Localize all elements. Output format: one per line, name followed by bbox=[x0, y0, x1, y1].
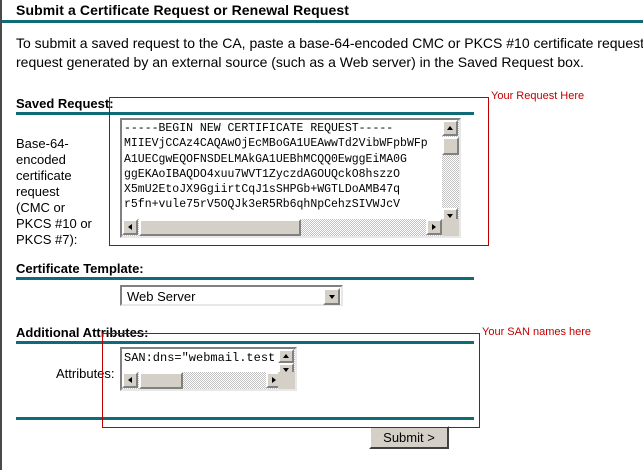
saved-request-hscrollbar[interactable] bbox=[122, 219, 442, 236]
scrollbar-corner bbox=[442, 219, 459, 236]
attributes-textarea-value: SAN:dns="webmail.test.net"&dns bbox=[124, 351, 295, 365]
attributes-field-label: Attributes: bbox=[56, 366, 115, 381]
certificate-template-divider bbox=[16, 277, 474, 280]
chevron-right-icon bbox=[272, 377, 276, 383]
horizontal-scroll-thumb[interactable] bbox=[139, 219, 301, 236]
submit-divider bbox=[16, 417, 474, 420]
submit-button[interactable]: Submit > bbox=[369, 426, 449, 449]
chevron-down-icon[interactable] bbox=[323, 288, 340, 305]
scroll-left-button[interactable] bbox=[122, 372, 138, 388]
scroll-up-button[interactable] bbox=[442, 120, 458, 136]
title-divider bbox=[2, 20, 643, 23]
saved-request-heading: Saved Request: bbox=[16, 96, 114, 111]
additional-attributes-divider bbox=[16, 341, 474, 344]
vertical-scroll-thumb[interactable] bbox=[442, 137, 459, 155]
certificate-template-heading: Certificate Template: bbox=[16, 261, 144, 276]
additional-attributes-heading: Additional Attributes: bbox=[16, 325, 149, 340]
annotation-label-san: Your SAN names here bbox=[482, 326, 592, 338]
certificate-template-selected-value: Web Server bbox=[127, 289, 196, 304]
annotation-label-saved-request: Your Request Here bbox=[491, 90, 585, 102]
chevron-up-icon bbox=[447, 126, 453, 130]
scroll-up-button[interactable] bbox=[278, 349, 294, 363]
chevron-down-icon bbox=[447, 214, 453, 218]
chevron-right-icon bbox=[432, 224, 436, 230]
intro-text: To submit a saved request to the CA, pas… bbox=[16, 35, 643, 70]
horizontal-scroll-thumb[interactable] bbox=[139, 372, 183, 389]
scroll-left-button[interactable] bbox=[122, 219, 138, 235]
saved-request-divider bbox=[16, 112, 474, 115]
page-title: Submit a Certificate Request or Renewal … bbox=[16, 2, 350, 18]
attributes-hscrollbar[interactable] bbox=[122, 372, 282, 389]
saved-request-field-label: Base-64-encoded certificate request (CMC… bbox=[16, 136, 92, 247]
chevron-up-icon bbox=[283, 354, 289, 358]
chevron-down-icon bbox=[283, 367, 289, 372]
saved-request-textarea-value: -----BEGIN NEW CERTIFICATE REQUEST----- … bbox=[124, 122, 428, 212]
saved-request-textarea[interactable]: -----BEGIN NEW CERTIFICATE REQUEST----- … bbox=[120, 118, 461, 238]
chevron-left-icon bbox=[128, 224, 132, 230]
saved-request-vscrollbar[interactable] bbox=[442, 120, 459, 224]
attributes-textarea[interactable]: SAN:dns="webmail.test.net"&dns bbox=[120, 347, 297, 391]
scroll-right-button[interactable] bbox=[426, 219, 442, 235]
certificate-template-select[interactable]: Web Server bbox=[120, 285, 343, 306]
scrollbar-corner bbox=[278, 372, 295, 389]
chevron-left-icon bbox=[128, 377, 132, 383]
